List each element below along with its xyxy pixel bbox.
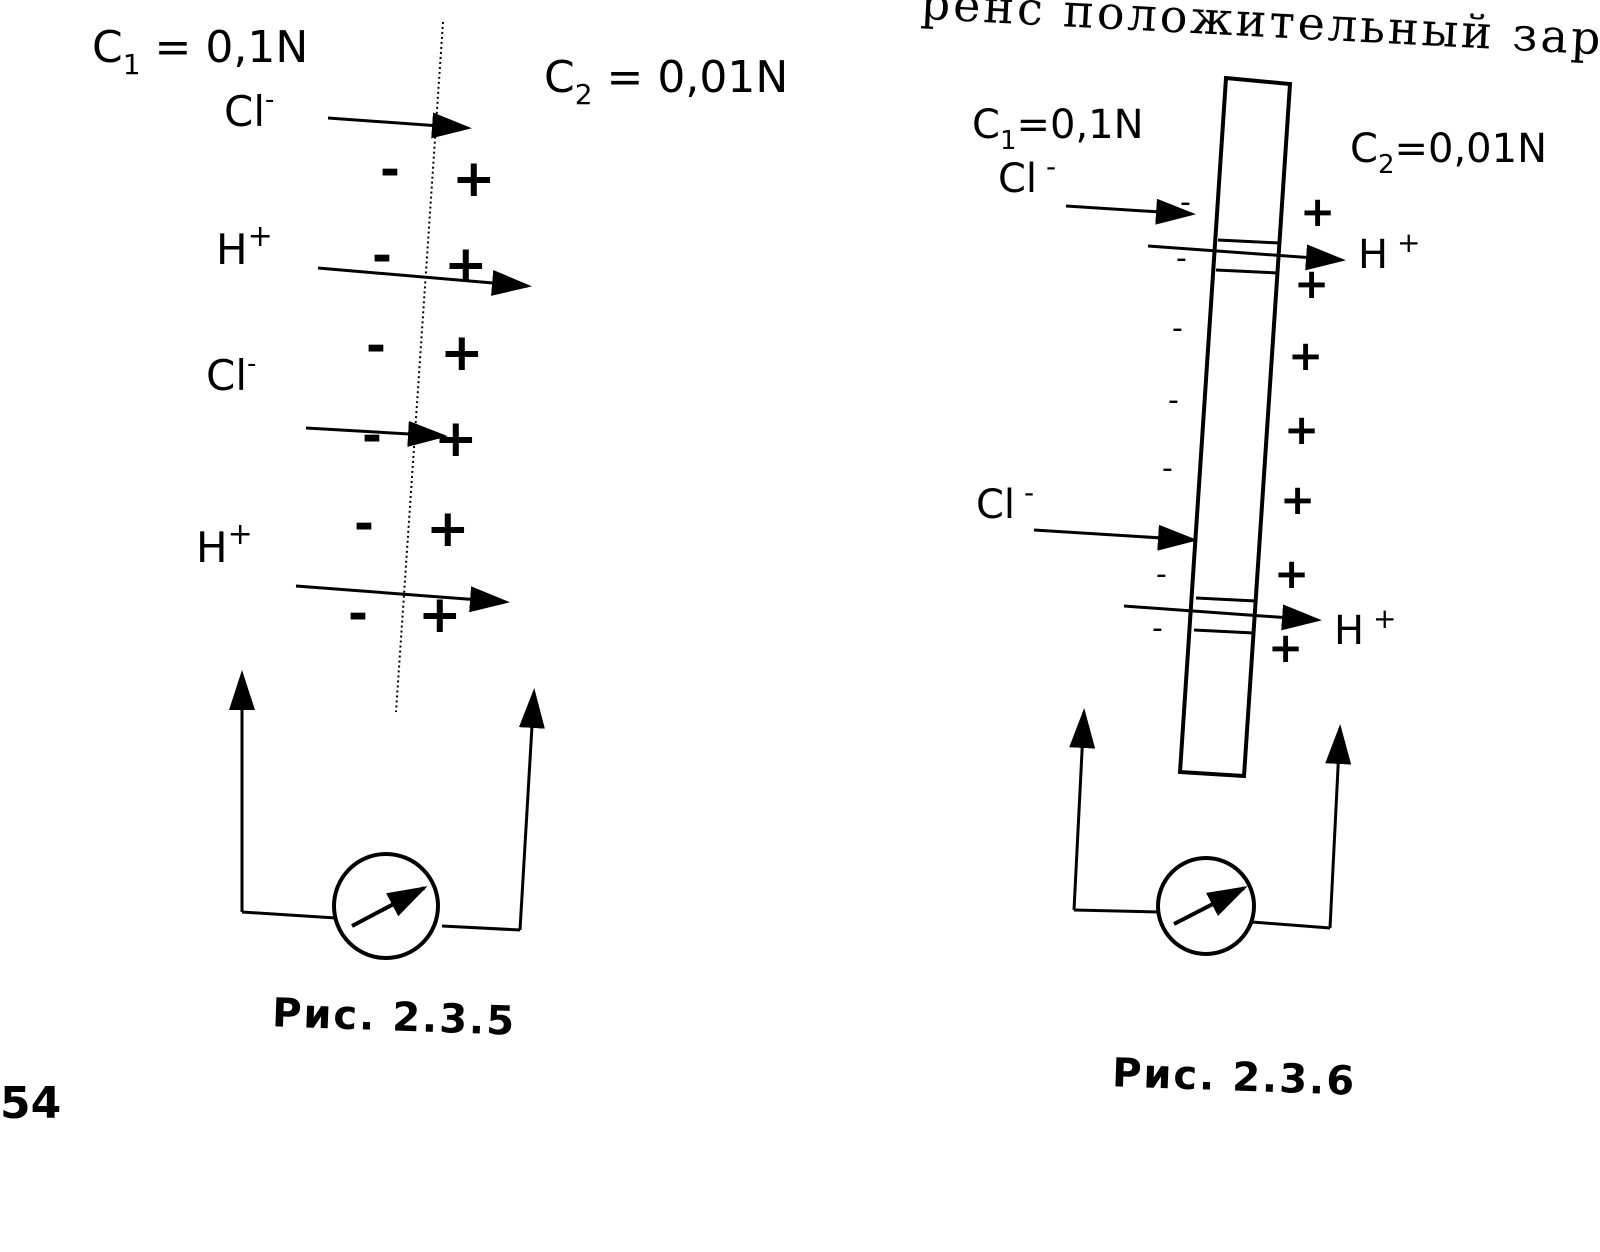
fig6-channel-line: [1215, 268, 1279, 275]
fig5-right-electrode-lead: [518, 688, 545, 931]
fig5-circuit-wire: [441, 924, 521, 932]
fig6-minus-sign: -: [1162, 451, 1173, 486]
fig6-plus-sign: +: [1294, 259, 1329, 308]
fig6-circuit-wire: [1251, 920, 1331, 930]
fig6-ion-label: Cl -: [998, 150, 1056, 202]
fig6-ion-label: H +: [1334, 602, 1396, 654]
fig5-ion-arrow: [295, 584, 510, 613]
fig6-plus-sign: +: [1284, 405, 1319, 454]
fig6-galvanometer-needle-icon: [1173, 886, 1248, 926]
fig5-minus-sign: -: [366, 318, 386, 374]
fig5-galvanometer-needle-icon: [351, 886, 428, 928]
fig6-right-electrode-lead: [1325, 724, 1352, 929]
fig5-ion-label: Cl-: [206, 349, 256, 400]
fig5-plus-sign: +: [452, 149, 496, 209]
fig6-circuit-wire: [1073, 908, 1159, 914]
fig5-ion-arrow: [327, 112, 472, 139]
fig6-minus-sign: -: [1152, 611, 1163, 646]
fig5-minus-sign: -: [380, 142, 400, 198]
page-header-fragment: ренс положительный заряд: [920, 0, 1600, 69]
fig5-ion-arrow: [305, 420, 448, 447]
fig6-ion-arrow: [1147, 244, 1346, 271]
fig6-minus-sign: -: [1180, 185, 1191, 220]
fig6-channel-line: [1195, 596, 1257, 603]
fig5-minus-sign: -: [362, 408, 382, 464]
fig5-galvanometer-icon: [332, 852, 440, 960]
fig6-plus-sign: +: [1274, 549, 1309, 598]
fig6-channel-line: [1217, 238, 1281, 245]
fig6-minus-sign: -: [1176, 241, 1187, 276]
fig5-minus-sign: -: [354, 496, 374, 552]
fig5-c2-label: C2 = 0,01N: [544, 52, 788, 111]
figure-2-3-5: C1 = 0,1N C2 = 0,01N Cl- H+ Cl- H+ - + -…: [92, 21, 788, 1045]
fig6-plus-sign: +: [1268, 623, 1303, 672]
fig6-ion-arrow: [1065, 198, 1196, 225]
fig6-ion-arrow: [1033, 524, 1198, 551]
fig6-minus-sign: -: [1156, 557, 1167, 592]
fig6-channel-line: [1193, 628, 1255, 635]
page-number: 54: [0, 1078, 61, 1129]
fig6-left-electrode-lead: [1069, 708, 1096, 911]
fig5-plus-sign: +: [444, 235, 488, 295]
fig5-circuit-wire: [241, 910, 337, 920]
fig6-c2-label: C2=0,01N: [1350, 126, 1547, 180]
fig6-c1-label: C1=0,1N: [972, 102, 1144, 156]
fig6-plus-sign: +: [1280, 475, 1315, 524]
fig5-minus-sign: -: [348, 586, 368, 642]
fig6-galvanometer-icon: [1156, 856, 1256, 956]
fig6-ion-arrow: [1123, 604, 1322, 631]
fig6-minus-sign: -: [1168, 383, 1179, 418]
fig5-plus-sign: +: [434, 409, 478, 469]
fig6-plus-sign: +: [1288, 331, 1323, 380]
fig5-ion-label: H+: [216, 219, 273, 274]
fig5-c1-label: C1 = 0,1N: [92, 22, 308, 81]
fig5-ion-label: H+: [196, 517, 253, 572]
fig6-minus-sign: -: [1172, 311, 1183, 346]
fig6-plus-sign: +: [1300, 187, 1335, 236]
fig5-ion-label: Cl-: [224, 85, 274, 136]
fig5-caption: Рис. 2.3.5: [271, 990, 517, 1044]
fig5-plus-sign: +: [418, 585, 462, 645]
fig6-ion-label: H +: [1358, 226, 1420, 278]
fig5-plus-sign: +: [426, 499, 470, 559]
figure-2-3-6: C1=0,1N C2=0,01N Cl - Cl - H + H + - - -…: [972, 75, 1547, 1105]
fig6-ion-label: Cl -: [976, 476, 1034, 528]
fig5-minus-sign: -: [372, 228, 392, 284]
fig6-caption: Рис. 2.3.6: [1111, 1050, 1357, 1104]
fig5-plus-sign: +: [440, 323, 484, 383]
fig5-ion-arrow: [317, 266, 532, 296]
